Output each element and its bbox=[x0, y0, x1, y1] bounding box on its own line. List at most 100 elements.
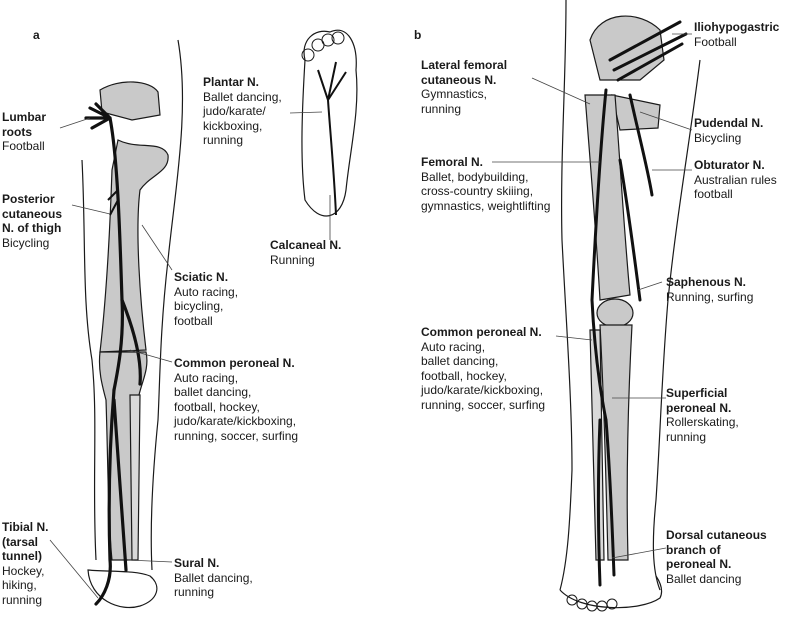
deep-branch-nerve bbox=[597, 418, 602, 587]
anterior-pelvis-bone bbox=[589, 15, 665, 81]
label-femoral: Femoral N. Ballet, bodybuilding, cross-c… bbox=[421, 155, 550, 213]
common-peroneal-a-desc-1: Auto racing, bbox=[174, 370, 239, 385]
leader-lateral-femoral bbox=[531, 77, 591, 105]
plantar-desc-1: Ballet dancing, bbox=[203, 89, 282, 104]
tibial-desc-1: Hockey, bbox=[2, 563, 45, 578]
lateral-femoral-title-1: Lateral femoral bbox=[421, 58, 508, 72]
label-plantar: Plantar N. Ballet dancing, judo/karate/ … bbox=[203, 75, 282, 148]
calcaneal-desc-1: Running bbox=[270, 252, 315, 267]
superficial-peroneal-nerve bbox=[604, 418, 616, 577]
plantar-desc-3: kickboxing, bbox=[203, 118, 263, 133]
label-tibial: Tibial N. (tarsal tunnel) Hockey, hiking… bbox=[2, 520, 48, 607]
label-saphenous: Saphenous N. Running, surfing bbox=[666, 275, 753, 304]
lateral-femoral-desc-2: running bbox=[421, 101, 462, 116]
label-common-peroneal-a: Common peroneal N. Auto racing, ballet d… bbox=[174, 356, 298, 443]
posterior-title-3: N. of thigh bbox=[2, 221, 62, 235]
plantar-desc-4: running bbox=[203, 133, 244, 147]
dorsal-title-3: peroneal N. bbox=[666, 557, 732, 571]
saphenous-title-1: Saphenous N. bbox=[666, 275, 747, 289]
common-peroneal-b-title-1: Common peroneal N. bbox=[421, 325, 542, 339]
dorsal-desc-1: Ballet dancing bbox=[666, 571, 742, 586]
label-obturator: Obturator N. Australian rules football bbox=[694, 158, 777, 202]
sural-desc-2: running bbox=[174, 585, 215, 599]
common-peroneal-b-desc-2: ballet dancing, bbox=[421, 354, 499, 368]
common-peroneal-a-title-1: Common peroneal N. bbox=[174, 356, 295, 370]
label-lateral-femoral: Lateral femoral cutaneous N. Gymnastics,… bbox=[421, 58, 507, 116]
iliohypogastric-desc-1: Football bbox=[694, 34, 737, 49]
common-peroneal-a-desc-5: running, soccer, surfing bbox=[174, 428, 299, 443]
leader-common-peroneal bbox=[129, 349, 173, 363]
leader-lumbar bbox=[59, 117, 91, 129]
superficial-title-1: Superficial bbox=[666, 386, 728, 400]
heel-outline bbox=[87, 569, 158, 609]
obturator-desc-1: Australian rules bbox=[694, 172, 777, 187]
superficial-title-2: peroneal N. bbox=[666, 400, 732, 415]
anterior-toes bbox=[566, 594, 618, 612]
tibial-nerve bbox=[94, 388, 116, 606]
leader-plantar bbox=[289, 111, 323, 114]
label-sciatic: Sciatic N. Auto racing, bicycling, footb… bbox=[174, 270, 238, 328]
obturator-desc-2: football bbox=[694, 187, 733, 201]
sciatic-desc-1: Auto racing, bbox=[174, 284, 239, 299]
anterior-tibia-bone bbox=[599, 324, 633, 561]
sural-desc-1: Ballet dancing, bbox=[174, 570, 253, 585]
posterior-leg-outline bbox=[81, 39, 184, 571]
pudendal-title-1: Pudendal N. bbox=[694, 116, 764, 130]
common-peroneal-a-desc-4: judo/karate/kickboxing, bbox=[174, 414, 297, 428]
lumbar-title-2: roots bbox=[2, 124, 32, 139]
iliohypogastric-nerve bbox=[608, 20, 688, 82]
obturator-nerve bbox=[628, 93, 654, 197]
common-peroneal-nerve-b bbox=[590, 298, 608, 422]
plantar-desc-2: judo/karate/ bbox=[203, 104, 266, 118]
tibial-title-3: tunnel) bbox=[2, 549, 42, 563]
label-posterior-cutaneous: Posterior cutaneous N. of thigh Bicyclin… bbox=[2, 192, 62, 250]
lumbar-roots bbox=[84, 102, 112, 130]
sural-nerve bbox=[112, 398, 128, 572]
lumbar-desc-1: Football bbox=[2, 139, 45, 153]
femoral-desc-2: cross-country skiiing, bbox=[421, 184, 534, 198]
tibial-desc-3: running bbox=[2, 592, 43, 607]
label-calcaneal: Calcaneal N. Running bbox=[270, 238, 341, 267]
pudendal-desc-1: Bicycling bbox=[694, 130, 742, 145]
dorsal-title-1: Dorsal cutaneous bbox=[666, 528, 767, 542]
common-peroneal-b-desc-1: Auto racing, bbox=[421, 339, 486, 354]
label-common-peroneal-b: Common peroneal N. Auto racing, ballet d… bbox=[421, 325, 545, 412]
femur-bone bbox=[99, 139, 169, 353]
leader-posterior bbox=[71, 204, 111, 215]
posterior-title-1: Posterior bbox=[2, 192, 55, 206]
obturator-title-1: Obturator N. bbox=[694, 158, 765, 172]
sciatic-desc-2: bicycling, bbox=[174, 299, 224, 313]
common-peroneal-nerve-a bbox=[120, 298, 142, 386]
toes bbox=[301, 31, 345, 62]
leader-tibial bbox=[49, 539, 99, 599]
calcaneal-title-1: Calcaneal N. bbox=[270, 238, 342, 252]
panel-a-illustration bbox=[49, 29, 358, 609]
common-peroneal-b-desc-5: running, soccer, surfing bbox=[421, 397, 546, 412]
plantar-title-1: Plantar N. bbox=[203, 75, 260, 89]
saphenous-desc-1: Running, surfing bbox=[666, 289, 754, 304]
superficial-desc-1: Rollerskating, bbox=[666, 415, 739, 429]
femoral-title-1: Femoral N. bbox=[421, 155, 484, 169]
sciatic-title-1: Sciatic N. bbox=[174, 270, 229, 284]
panel-letter-a: a bbox=[33, 28, 40, 42]
superficial-desc-2: running bbox=[666, 429, 707, 444]
lateral-femoral-title-2: cutaneous N. bbox=[421, 72, 497, 87]
femoral-nerve bbox=[590, 88, 608, 302]
tibial-title-1: Tibial N. bbox=[2, 520, 49, 534]
leader-common-peroneal-b bbox=[555, 335, 593, 341]
panel-b-illustration bbox=[492, 0, 701, 612]
label-dorsal-cutaneous: Dorsal cutaneous branch of peroneal N. B… bbox=[666, 528, 767, 586]
posterior-cutaneous-nerve bbox=[107, 189, 119, 216]
sural-title-1: Sural N. bbox=[174, 556, 220, 570]
femoral-desc-1: Ballet, bodybuilding, bbox=[421, 169, 529, 184]
femoral-desc-3: gymnastics, weightlifting bbox=[421, 198, 551, 213]
lateral-femoral-desc-1: Gymnastics, bbox=[421, 87, 488, 101]
fibula-bone bbox=[129, 394, 141, 561]
dorsal-title-2: branch of bbox=[666, 542, 721, 557]
anterior-foot-outline bbox=[559, 575, 663, 609]
label-sural: Sural N. Ballet dancing, running bbox=[174, 556, 253, 600]
posterior-title-2: cutaneous bbox=[2, 206, 63, 221]
iliohypogastric-title-1: Iliohypogastric bbox=[694, 20, 780, 34]
anterior-leg-outline bbox=[559, 0, 701, 591]
